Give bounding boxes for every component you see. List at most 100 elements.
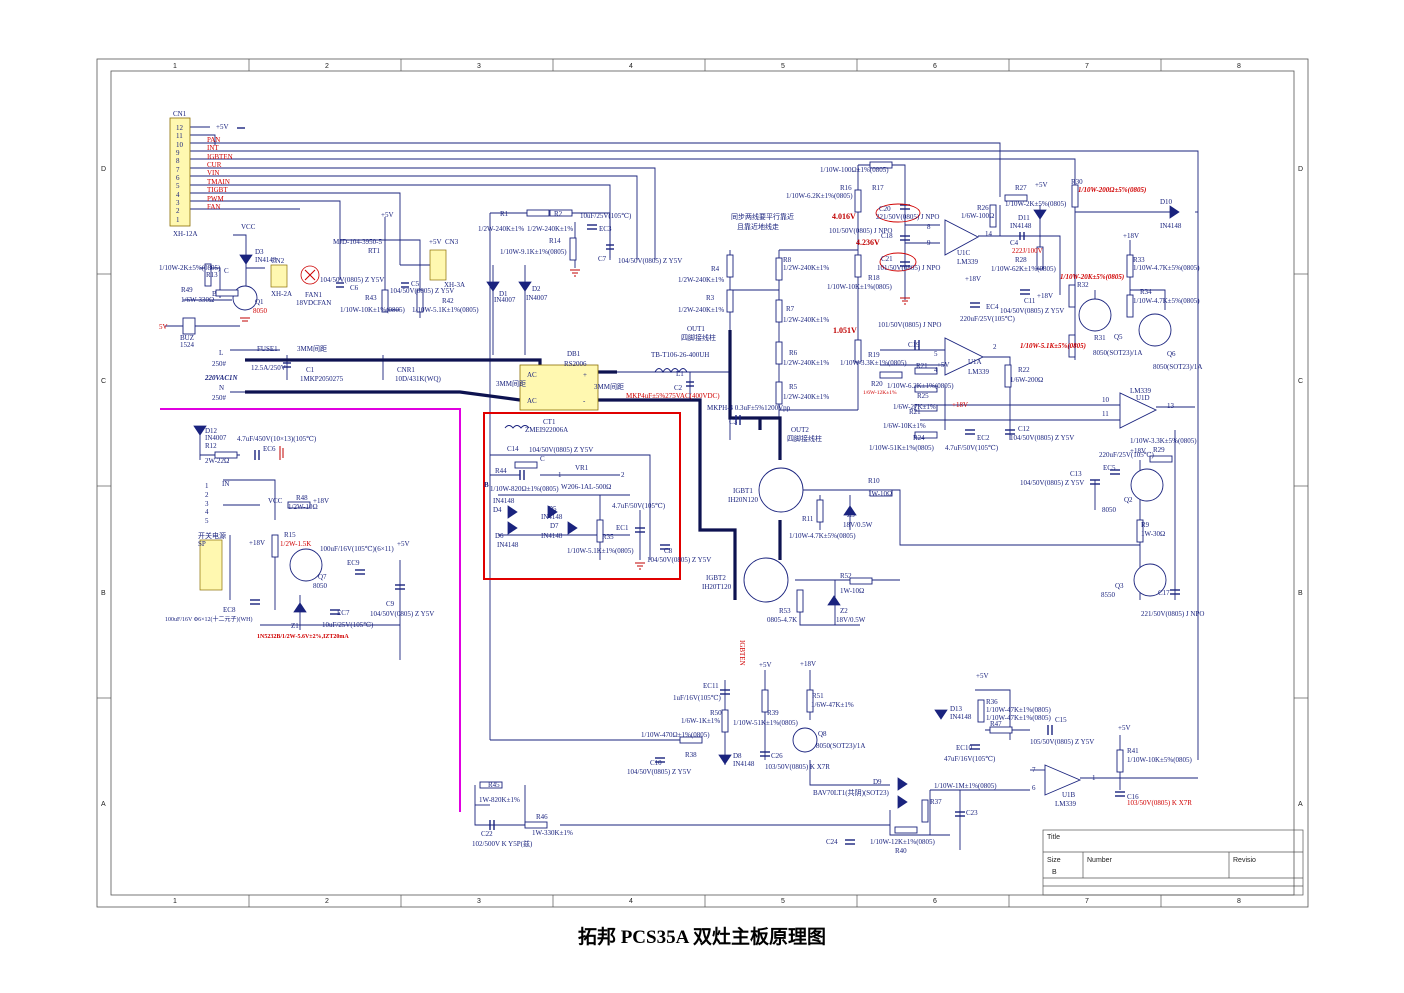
label-ec9: EC9 [347,559,360,567]
voltage-4016: 4.016V [832,212,856,221]
label-r13-val: 1/10W-2K±5%(0805) [159,264,221,272]
cn1-ref: CN1 [173,110,187,118]
sp-pin: 1 [205,482,209,490]
inductor-l1-icon [654,368,688,374]
row-label: B [1298,590,1303,597]
label-d7: D7 [550,522,559,530]
ground-icon [635,562,645,570]
signal-tigbt: TIGBT [207,186,228,194]
label-r18-val: 1/10W-10K±1%(0805) [827,283,893,291]
label-r12-val: 2W-22Ω [205,457,229,465]
label-r40-val: 1/10W-12K±1%(0805) [870,838,936,846]
label-u1d: U1D [1136,394,1150,402]
label-c10: C10 [650,759,662,767]
buzzer-icon [182,317,196,335]
label-c6-val: 104/50V(0805) Z Y5V [320,276,384,284]
label-c5-val: 104/50V(0805) Z Y5V [390,287,454,295]
col-label: 5 [781,63,785,70]
col-label: 1 [173,63,177,70]
label-spacing3: 3MM间距 [594,383,624,391]
label-plus: + [583,371,587,379]
connector-cn3 [429,249,447,281]
row-label: C [1298,378,1303,385]
diode-d10-icon [1169,205,1180,219]
label-d3-part: IN4148 [255,256,277,264]
label-vcc: VCC [268,497,283,505]
label-r15: R15 [284,531,296,539]
label-z1-val: 1N5232B/1/2W-5.6V±2%,IZT20mA [257,634,349,640]
label-r27-val: 1/10W-2K±5%(0805) [1005,200,1067,208]
label-r6: R6 [789,349,798,357]
label-q7-part: 8050 [313,582,328,590]
label-c: C [540,455,545,463]
label-collector-c: C [224,267,229,275]
opamp-u1a-icon [944,337,985,376]
label-c5: C5 [411,280,420,288]
label-q8-part: 8050(SOT23)/1A [816,742,865,750]
label-c7-val: 104/50V(0805) Z Y5V [618,257,682,265]
label-sp-desc: 开关电源 [198,531,226,540]
transistor-q2-icon [1130,468,1164,502]
label-r49: R49 [181,286,193,294]
connector-cn1 [169,117,191,227]
signal-fan: FAN [207,203,220,211]
label-r33: R33 [1133,256,1145,264]
current-transformer-icon [504,425,530,429]
diode-d4-icon [507,505,518,519]
label-c9-val: 104/50V(0805) Z Y5V [370,610,434,618]
label-c17-val: 1/10W-100Ω±1%(0805) [820,166,889,174]
label-ec7: EC7 [337,609,350,617]
label-ec6-val: 4.7uF/450V(10×13)(105℃) [237,435,317,443]
label-r24-val: 1/10W-51K±1%(0805) [869,444,935,452]
label-ec5: EC5 [1103,464,1116,472]
sp-pin: 3 [205,500,209,508]
label-buz: BUZ [180,334,194,342]
label-ec7-val: 10uF/25V(105℃) [322,621,374,629]
label-r2-val: 1/2W-240K±1% [527,225,573,233]
row-label: B [101,590,106,597]
voltage-4236: 4.236V [856,238,880,247]
pin-2: 2 [621,471,625,479]
label-r22: R22 [1018,366,1030,374]
label-c18: C18 [881,232,893,240]
label-q5-part: 8050(SOT23)/1A [1093,349,1142,357]
col-label: 6 [933,63,937,70]
label-r5-val: 1/2W-240K±1% [783,393,829,401]
label-d9-part: BAV70LT1(共阴)(SOT23) [813,788,890,797]
label-q6: Q6 [1167,350,1176,358]
label-d13-part: IN4148 [950,713,972,721]
row-label: D [1298,166,1303,173]
page-caption: 拓邦 PCS35A 双灶主板原理图 [577,927,827,948]
label-d9: D9 [873,778,882,786]
label-ec1-val: 4.7uF/50V(105℃) [612,502,666,510]
label-r10-val: 1W-10Ω [868,490,892,498]
label-r50-val: 1/6W-1K±1% [681,717,720,725]
label-r38: R38 [685,751,697,759]
label-q6-part: 8050(SOT23)/1A [1153,363,1202,371]
label-r51-val: 1/6W-47K±1% [811,701,854,709]
ground-icon [570,269,580,277]
label-r38-val: 1/10W-470Ω±1%(0805) [641,731,710,739]
label-ec3-val: 10uF/25V(105℃) [580,212,632,220]
label-r29-val: 1/10W-3.3K±5%(0805) [1130,437,1197,445]
col-label: 3 [477,63,481,70]
label-d3: D3 [255,248,264,256]
label-out1-desc: 四脚接线柱 [681,333,716,342]
ground-symbols [240,269,910,570]
diode-d12-icon [193,425,207,436]
label-r46-val: 1W-330K±1% [532,829,573,837]
label-d5: D5 [548,505,557,513]
label-c2-val: MKP4uF±5%275VAC(400VDC) [626,392,720,400]
label-c21: C21 [881,255,893,263]
igbt2-icon [743,557,789,603]
connector-cn2 [270,264,288,288]
cn1-pin: 1 [176,216,180,224]
label-u1c-part: LM339 [957,258,979,266]
label-r47: R47 [990,720,1002,728]
label-c26-val: 103/50V(0805) K X7R [765,763,830,771]
label-r4-val: 1/2W-240K±1% [678,276,724,284]
label-r28-val: 1/10W-62K±1%(0805) [991,265,1057,273]
label-c19: C19 [908,341,920,349]
label-r24: R24 [913,434,925,442]
